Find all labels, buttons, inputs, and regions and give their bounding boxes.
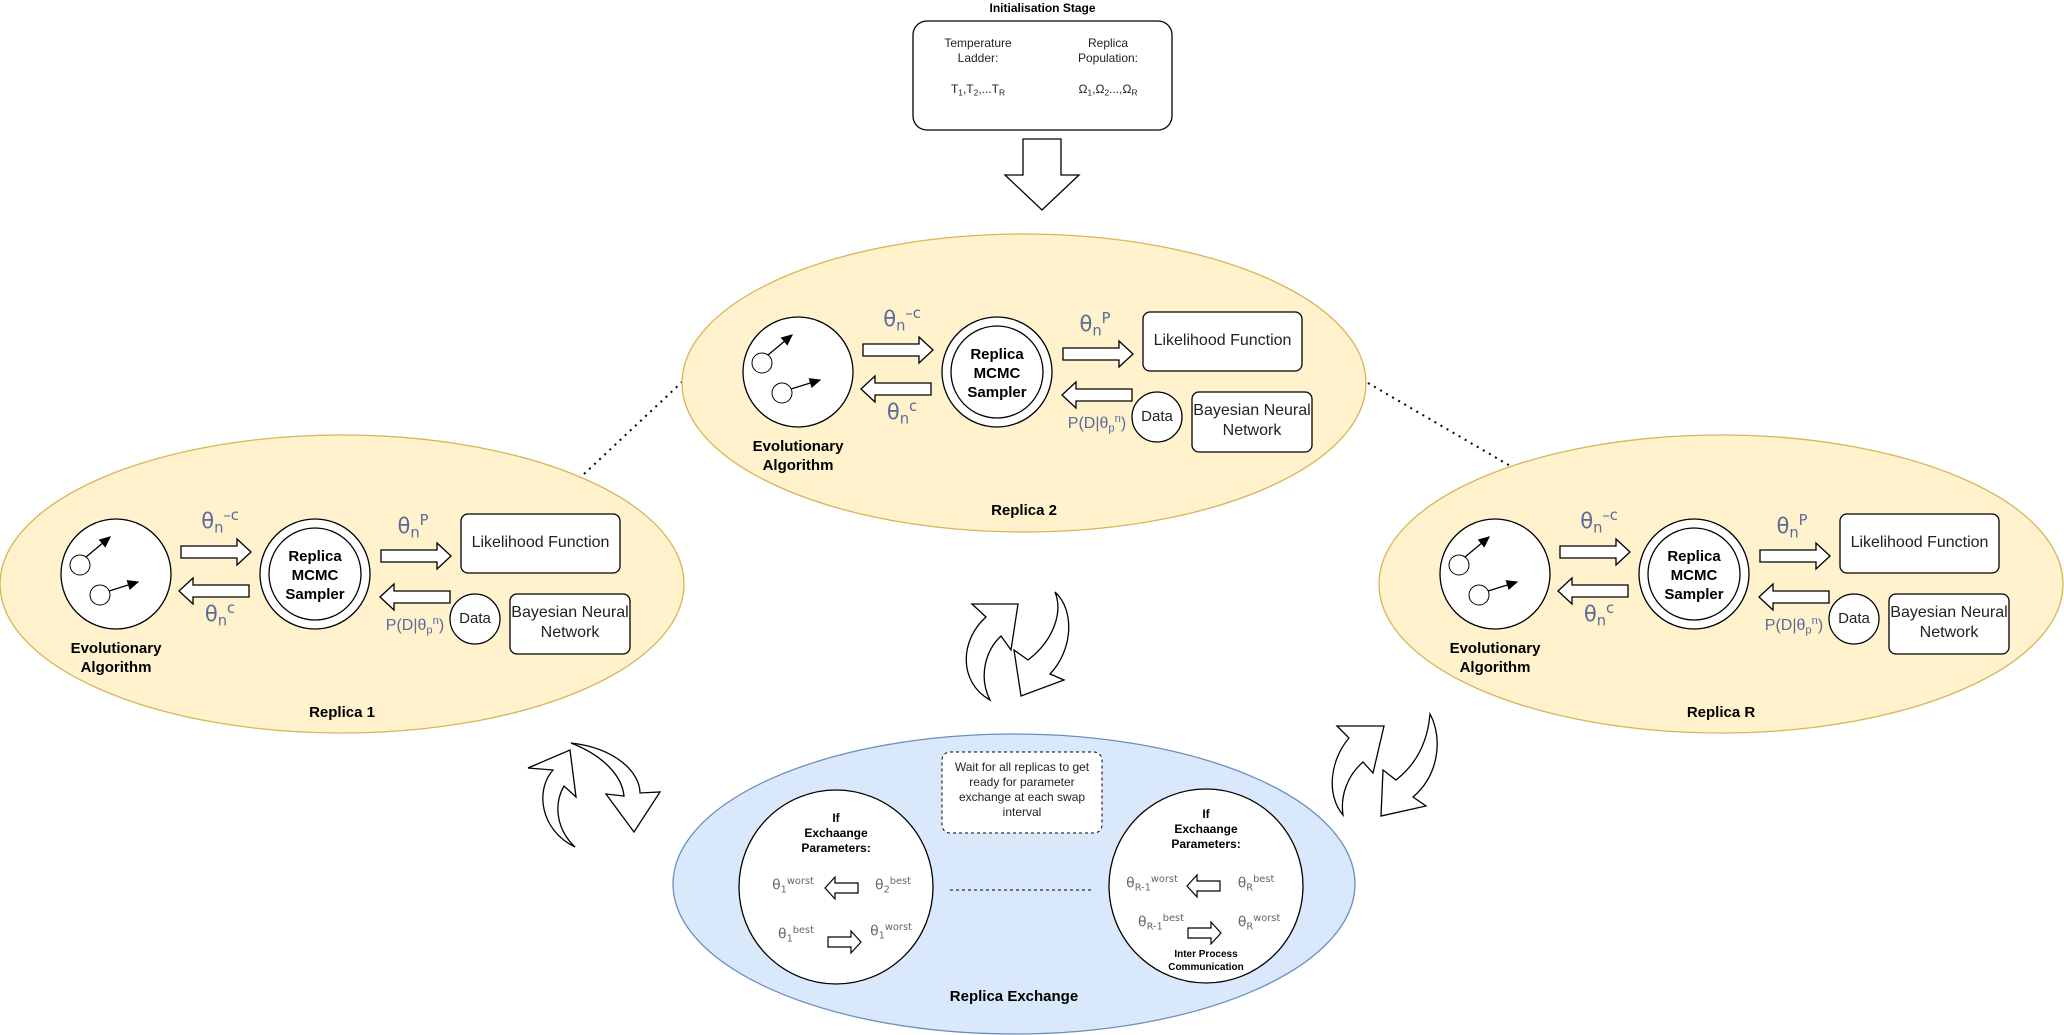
data-label: Data [1838,610,1870,627]
replica-population-label: Replica Population: [1077,36,1139,65]
theta-2-best: θ2best [874,876,911,896]
theta-r-1-best: θR-1best [1138,913,1184,933]
replica-mcmc-sampler-inner [268,527,362,621]
cycle-arrows-center [965,591,1070,702]
replica-name: Replica R [1686,704,1756,721]
arrow-to-sampler [180,537,252,567]
init-stage-box [912,20,1173,131]
theta-to-evolutionary: θnc [204,600,236,630]
replica-name: Replica 1 [309,704,375,721]
mcmc-sampler-label: Replica MCMC Sampler [1664,548,1724,603]
posterior-likelihood-label: P(D|θpn) [1764,615,1824,637]
theta-to-evolutionary: θnc [886,398,918,428]
cycle-arrows-right [1331,711,1438,818]
theta-to-sampler: θn–c [883,305,921,335]
theta-1-worst-bottom: θ1worst [870,922,912,942]
theta-proposal: θnP [397,512,429,542]
data-circle [449,593,501,645]
replica-1-components [60,513,631,655]
evolutionary-algorithm-label: Evolutionary Algorithm [70,640,162,676]
data-label: Data [459,610,491,627]
bayesian-neural-network-box [509,593,631,655]
mcmc-sampler-label: Replica MCMC Sampler [285,548,345,603]
wait-note-text: Wait for all replicas to get ready for p… [954,760,1090,819]
temperature-ladder-label: Temperature Ladder: [944,36,1012,65]
replica-population-value: Ω1,Ω2...,ΩR [1078,82,1138,98]
theta-proposal: θnP [1079,310,1111,340]
wait-note-box [941,751,1103,834]
arrow-to-likelihood [380,541,452,571]
dotted-connector-left [583,381,683,475]
init-down-arrow [1003,138,1081,211]
arrow-from-data [379,582,451,612]
exchange-arrow-left-top [824,875,859,901]
exchange-arrow-right-top [1186,873,1221,899]
evolutionary-algorithm-label: Evolutionary Algorithm [752,438,844,474]
likelihood-function-label: Likelihood Function [1153,332,1292,349]
if-exchange-label-right: If Exchaange Parameters: [1171,807,1241,851]
theta-r-1-worst: θR-1worst [1126,874,1178,894]
replica-exchange-title: Replica Exchange [949,988,1079,1005]
theta-proposal: θnP [1776,512,1808,542]
theta-to-evolutionary: θnc [1583,600,1615,630]
bayesian-neural-network-label: Bayesian Neural Network [511,604,629,641]
theta-r-worst: θRworst [1237,913,1281,933]
mcmc-sampler-label: Replica MCMC Sampler [967,346,1027,401]
data-label: Data [1141,408,1173,425]
theta-1-best: θ1best [777,925,814,945]
theta-to-sampler: θn–c [1580,507,1618,537]
init-stage-title: Initialisation Stage [989,1,1096,15]
temperature-ladder-value: T1,T2,...TR [950,82,1006,98]
evolutionary-algorithm-icon [60,518,172,630]
bayesian-neural-network-label: Bayesian Neural Network [1193,402,1311,439]
dotted-connector-right [1367,382,1513,468]
exchange-arrow-right-bottom [1187,920,1222,946]
exchange-arrow-left-bottom [827,929,862,955]
evolutionary-algorithm-label: Evolutionary Algorithm [1449,640,1541,676]
theta-r-best: θRbest [1237,874,1275,894]
inter-process-communication-label: Inter Process Communication [1168,949,1244,973]
cycle-arrows-left [527,742,662,848]
posterior-likelihood-label: P(D|θpn) [1067,413,1127,435]
likelihood-function-box [460,513,621,574]
likelihood-function-label: Likelihood Function [471,534,610,551]
if-exchange-label-left: If Exchaange Parameters: [801,811,871,855]
arrow-to-evolutionary [178,576,250,606]
theta-1-worst-top: θ1worst [772,876,814,896]
posterior-likelihood-label: P(D|θpn) [385,615,445,637]
theta-to-sampler: θn–c [201,507,239,537]
likelihood-function-label: Likelihood Function [1850,534,1989,551]
bayesian-neural-network-label: Bayesian Neural Network [1890,604,2008,641]
replica-name: Replica 2 [991,502,1057,519]
